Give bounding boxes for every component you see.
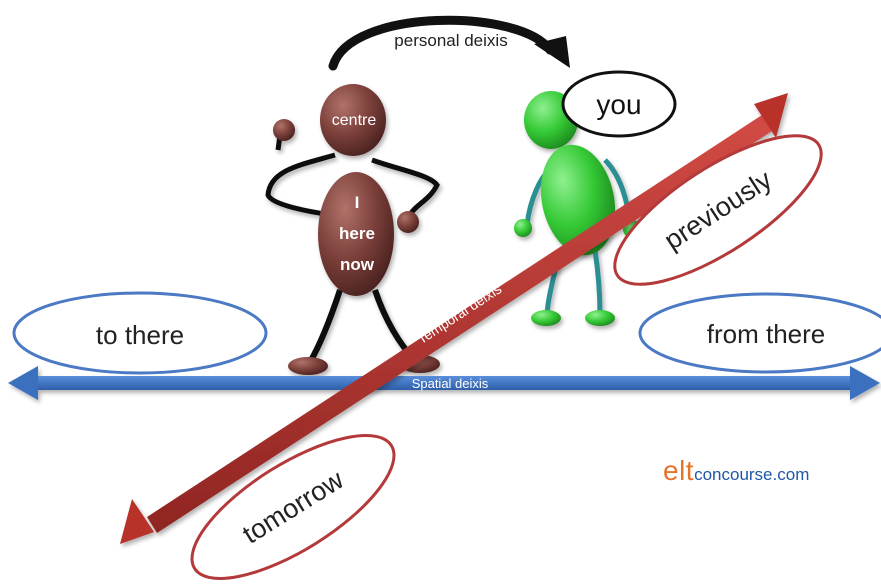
you-label: you <box>596 89 641 120</box>
body-label-now: now <box>340 255 375 274</box>
from-there-oval <box>638 292 881 374</box>
spatial-deixis-label: Spatial deixis <box>412 376 489 391</box>
body-label-i: I <box>355 193 360 212</box>
brand-logo: eltconcourse.com <box>663 455 809 487</box>
temporal-deixis-arrow <box>120 93 788 544</box>
body-label-here: here <box>339 224 375 243</box>
brand-prefix: elt <box>663 455 695 486</box>
to-there-oval <box>12 291 268 375</box>
spatial-deixis-arrow <box>8 366 880 400</box>
speaker-figure <box>265 84 440 375</box>
tomorrow-oval <box>190 434 396 580</box>
you-bubble <box>561 70 677 138</box>
from-there-label: from there <box>707 319 826 349</box>
to-there-label: to there <box>96 320 184 350</box>
personal-deixis-label: personal deixis <box>394 31 507 50</box>
previously-oval <box>613 134 823 286</box>
brand-suffix: concourse.com <box>694 465 810 484</box>
personal-deixis-arrow <box>328 15 570 71</box>
centre-label: centre <box>332 112 377 129</box>
